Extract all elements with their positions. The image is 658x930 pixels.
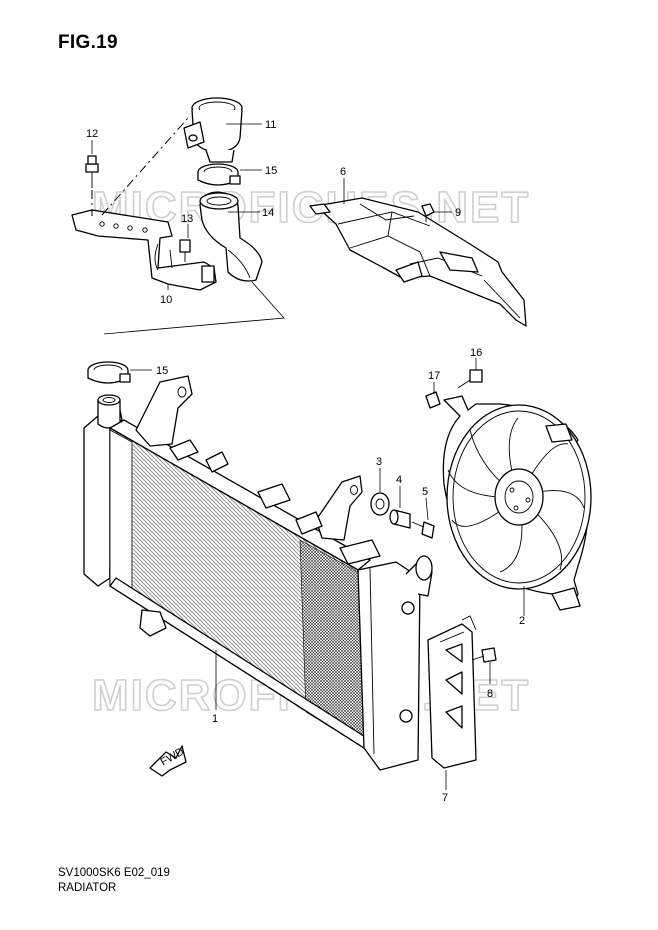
screw-part <box>471 647 497 663</box>
callout-8: 8 <box>487 688 493 700</box>
callout-10: 10 <box>160 294 172 306</box>
callout-3: 3 <box>376 456 382 468</box>
callout-9: 9 <box>455 207 461 219</box>
bolt-16-part <box>457 369 483 389</box>
nut-part <box>425 391 441 409</box>
side-guard-part <box>427 615 477 769</box>
bolt-12-part <box>85 155 99 188</box>
hose-fitting-part <box>183 97 243 163</box>
callout-15-upper: 15 <box>265 165 277 177</box>
callout-12: 12 <box>86 128 98 140</box>
callout-6: 6 <box>340 166 346 178</box>
grommet-part <box>370 492 390 516</box>
callout-11: 11 <box>265 119 276 131</box>
callout-5: 5 <box>422 486 428 498</box>
bolt-13-part <box>179 239 191 262</box>
bolt-5-part <box>411 521 435 539</box>
callout-2: 2 <box>519 615 525 627</box>
callout-13: 13 <box>181 213 193 225</box>
hose-clamp-upper-part <box>197 163 241 186</box>
forward-direction-arrow: FWD <box>149 745 187 777</box>
callout-4: 4 <box>396 474 402 486</box>
callout-17: 17 <box>428 370 440 382</box>
callout-14: 14 <box>262 207 274 219</box>
callout-1: 1 <box>212 713 218 725</box>
radiator-cover-part <box>309 197 527 327</box>
callout-16: 16 <box>470 347 482 359</box>
figure-title: FIG.19 <box>58 32 118 53</box>
bracket-part <box>71 209 217 291</box>
callout-15-lower: 15 <box>156 365 168 377</box>
model-code: SV1000SK6 E02_019 <box>58 867 170 879</box>
radiator-part <box>83 375 433 771</box>
cooling-fan-part <box>442 395 592 611</box>
hose-part <box>199 191 263 282</box>
callout-7: 7 <box>442 792 448 804</box>
section-name: RADIATOR <box>58 882 117 894</box>
collar-part <box>389 509 411 529</box>
hose-clamp-lower-part <box>87 361 131 384</box>
